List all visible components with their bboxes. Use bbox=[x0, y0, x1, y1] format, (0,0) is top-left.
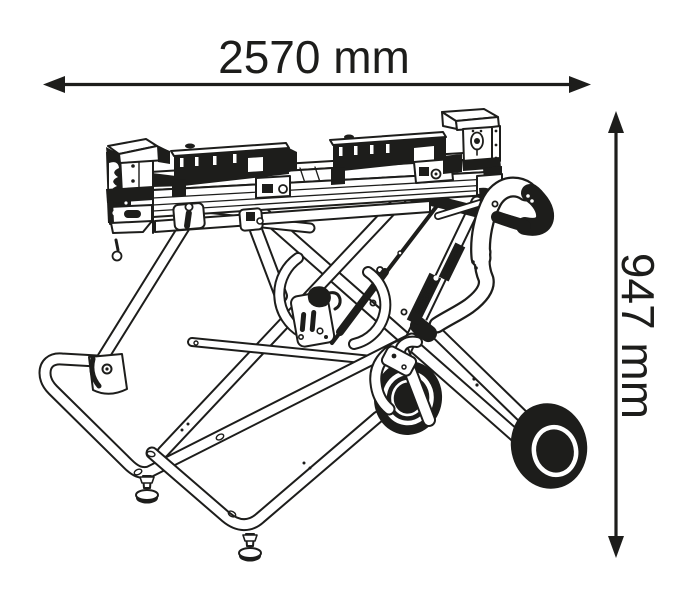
svg-text:947 mm: 947 mm bbox=[612, 253, 664, 419]
svg-text:2570 mm: 2570 mm bbox=[218, 31, 410, 83]
svg-text:BOSCH: BOSCH bbox=[109, 202, 129, 208]
